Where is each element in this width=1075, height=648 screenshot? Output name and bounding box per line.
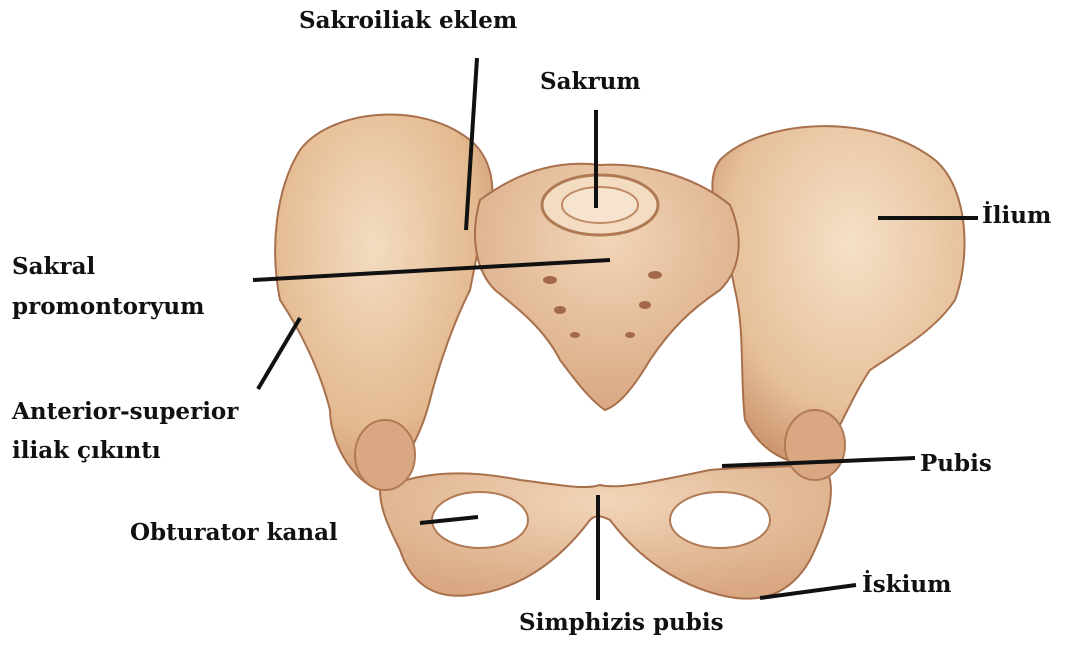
label-sacrum: Sakrum	[540, 67, 641, 97]
right-ilium	[712, 126, 964, 462]
label-obturator-canal: Obturator kanal	[130, 518, 338, 548]
label-sacral-promontory-line1: Sakral	[12, 252, 95, 282]
label-ilium: İlium	[982, 201, 1051, 231]
label-sacral-promontory-line2: promontoryum	[12, 292, 204, 322]
label-asis-line2: iliak çıkıntı	[12, 436, 161, 466]
sacral-ring-inner	[562, 187, 638, 223]
label-pubic-symphysis: Simphizis pubis	[519, 608, 724, 638]
label-ischium: İskium	[862, 570, 951, 600]
right-obturator-foramen	[670, 492, 770, 548]
right-acetabulum	[785, 410, 845, 480]
label-pubis: Pubis	[920, 449, 992, 479]
leader-asis	[258, 318, 300, 389]
left-acetabulum	[355, 420, 415, 490]
label-asis-line1: Anterior-superior	[12, 397, 238, 427]
label-sacroiliac-joint: Sakroiliak eklem	[299, 6, 517, 36]
